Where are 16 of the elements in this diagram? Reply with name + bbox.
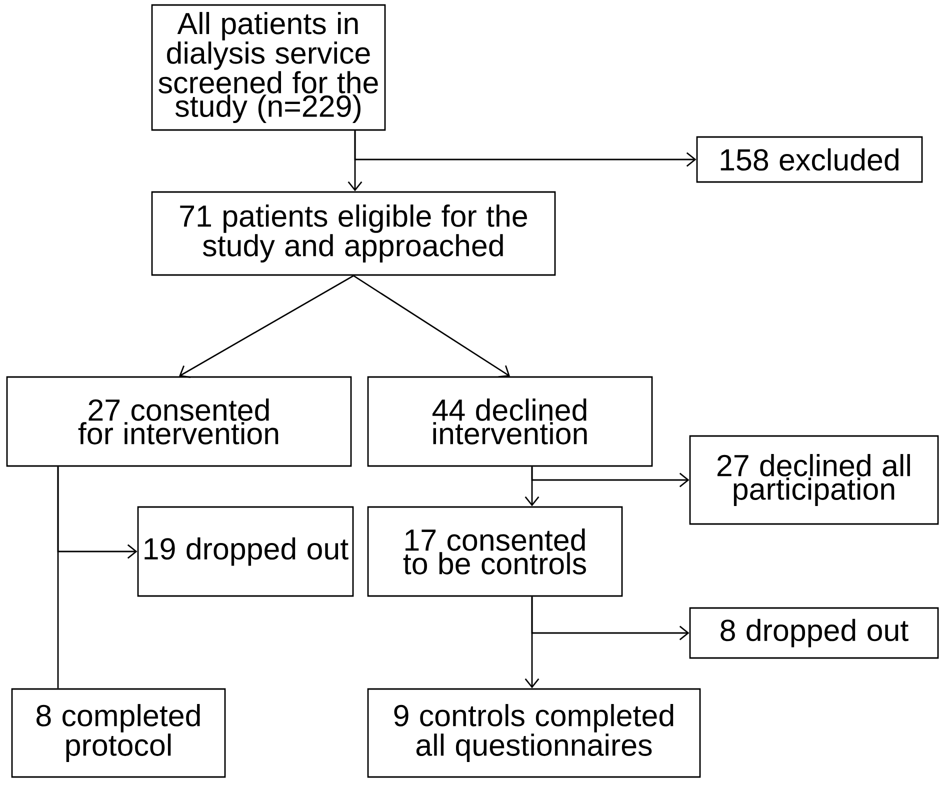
process-box: All patients in dialysis service screened for the study (n=229) xyxy=(151,4,386,131)
process-box: 9 controls completed all questionnaires xyxy=(367,688,701,778)
arrow xyxy=(531,466,690,488)
arrow xyxy=(353,275,510,378)
process-box: 17 consented to be controls xyxy=(367,506,623,597)
process-box: 27 declined all participation xyxy=(689,435,939,525)
arrow xyxy=(354,130,696,167)
process-box: 158 excluded xyxy=(696,136,923,183)
arrow xyxy=(179,275,354,378)
process-box: 44 declined intervention xyxy=(367,376,653,467)
arrow xyxy=(531,596,690,640)
process-box: 8 dropped out xyxy=(689,607,939,659)
process-box: 27 consented for intervention xyxy=(6,376,352,467)
process-box: 71 patients eligible for the study and approached xyxy=(151,191,556,276)
process-box: 19 dropped out xyxy=(137,506,354,597)
process-box: 8 completed protocol xyxy=(11,688,226,778)
